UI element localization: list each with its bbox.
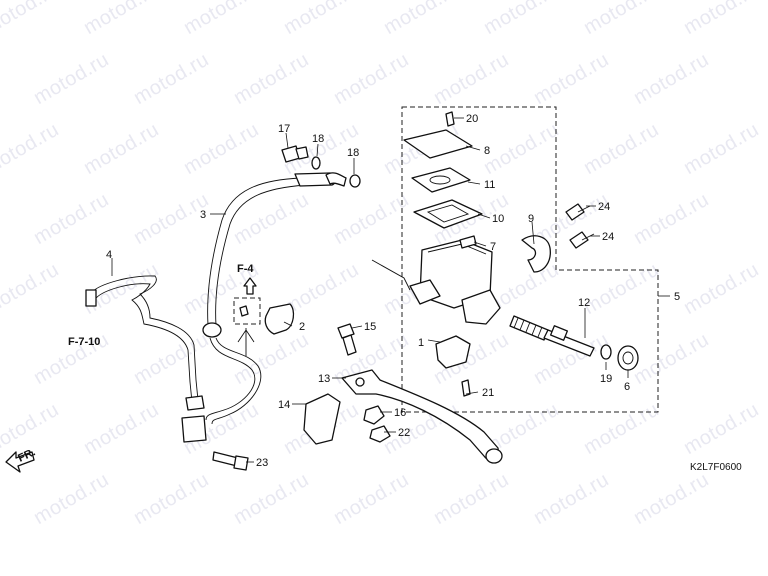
- callout-18a: 18: [312, 133, 324, 145]
- callout-17: 17: [278, 123, 290, 135]
- callout-10: 10: [492, 213, 504, 225]
- bolt-20: [445, 111, 455, 127]
- front-direction-arrow: [5, 451, 35, 473]
- bolt-23: [212, 451, 249, 471]
- callout-6: 6: [624, 381, 630, 393]
- leader-lines: [111, 117, 670, 463]
- diagram-code: K2L7F0600: [690, 462, 742, 473]
- callout-8: 8: [484, 145, 490, 157]
- banjo-bolt-17: [281, 145, 309, 163]
- reservoir-cap-8: [403, 129, 473, 159]
- nut-16: [363, 405, 385, 425]
- section-arrow-f4: [233, 277, 261, 356]
- switch-wire: [85, 275, 207, 443]
- callout-9: 9: [528, 213, 534, 225]
- callout-16: 16: [394, 407, 406, 419]
- callout-18b: 18: [347, 147, 359, 159]
- wire-connector-end: [85, 289, 97, 307]
- sealing-washer-18b: [349, 174, 361, 188]
- callout-5: 5: [674, 291, 680, 303]
- direction-label: FR.: [16, 446, 37, 464]
- callout-24b: 24: [602, 231, 614, 243]
- nut-22: [369, 425, 391, 443]
- reservoir-tab-7: [459, 235, 477, 249]
- bolt-ref-icon: [239, 305, 249, 317]
- assembly-frame: [401, 106, 659, 413]
- callout-12: 12: [578, 297, 590, 309]
- diaphragm-10: [413, 199, 483, 229]
- callout-24a: 24: [598, 201, 610, 213]
- brake-switch-1: [435, 335, 471, 369]
- callout-21: 21: [482, 387, 494, 399]
- callout-1: 1: [418, 337, 424, 349]
- bolt-24b: [569, 231, 595, 249]
- brake-hose: [202, 172, 347, 425]
- callout-13: 13: [318, 373, 330, 385]
- callout-labels: 1 2 3 4 5 6 7 8 9 10 11 12 13 14 15 16 1…: [106, 113, 680, 469]
- callout-22: 22: [398, 427, 410, 439]
- brake-lever-13: [341, 369, 503, 464]
- pivot-cover-14: [303, 393, 341, 445]
- boot-6: [617, 345, 639, 371]
- callout-4: 4: [106, 249, 112, 261]
- callout-20: 20: [466, 113, 478, 125]
- callout-19: 19: [600, 373, 612, 385]
- sealing-washer-18a: [311, 156, 321, 170]
- screw-21: [461, 379, 471, 397]
- pivot-bolt-15: [337, 323, 357, 356]
- callout-15: 15: [364, 321, 376, 333]
- circlip-19: [600, 344, 612, 360]
- piston-set-12: [509, 315, 595, 357]
- bolt-24a: [565, 203, 591, 221]
- section-ref-f4: F-4: [237, 263, 254, 275]
- diaphragm-plate-11: [411, 167, 471, 193]
- callout-11: 11: [484, 179, 495, 191]
- callout-7: 7: [490, 241, 496, 253]
- callout-23: 23: [256, 457, 268, 469]
- callout-14: 14: [278, 399, 290, 411]
- callout-3: 3: [200, 209, 206, 221]
- callout-2: 2: [299, 321, 305, 333]
- section-ref-f7-10: F-7-10: [68, 336, 100, 348]
- wire-coupler: [181, 415, 207, 443]
- master-cylinder-body: [371, 235, 501, 325]
- holder-9: [521, 235, 551, 273]
- hose-clamp-2: [264, 303, 295, 335]
